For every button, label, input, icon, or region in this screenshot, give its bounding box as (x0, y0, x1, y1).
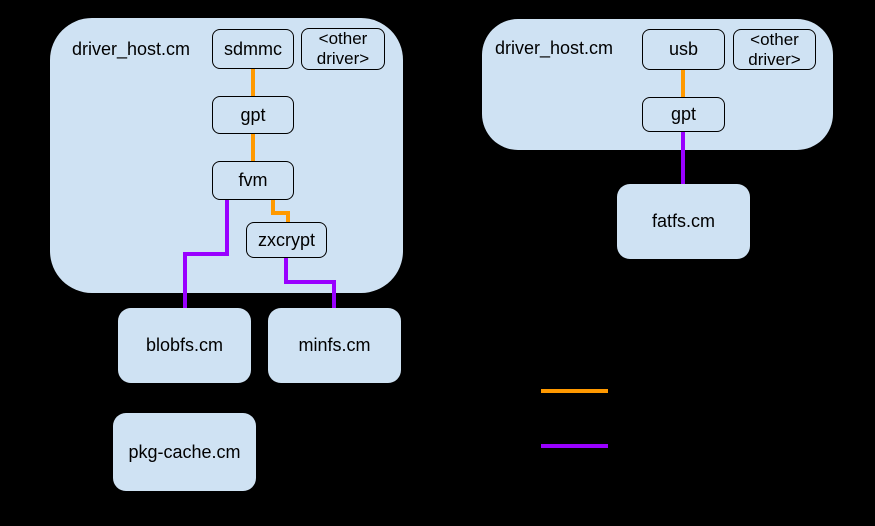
node-blobfs: blobfs.cm (118, 308, 251, 383)
node-gpt-left: gpt (212, 96, 294, 134)
node-zxcrypt: zxcrypt (246, 222, 327, 258)
node-other-driver-left: <other driver> (301, 28, 385, 70)
driver-host-title-left: driver_host.cm (72, 39, 191, 59)
node-sdmmc: sdmmc (212, 29, 294, 69)
node-usb: usb (642, 29, 725, 70)
edge-fvm-zxcrypt (271, 199, 290, 223)
node-fvm: fvm (212, 161, 294, 200)
driver-host-title-right: driver_host.cm (495, 38, 614, 58)
node-other-driver-right: <other driver> (733, 29, 816, 70)
node-gpt-right: gpt (642, 97, 725, 132)
edge-fvm-blobfs (183, 199, 229, 309)
edge-zxcrypt-minfs (284, 257, 336, 309)
node-minfs: minfs.cm (268, 308, 401, 383)
node-pkg-cache: pkg-cache.cm (113, 413, 256, 491)
node-fatfs: fatfs.cm (617, 184, 750, 259)
